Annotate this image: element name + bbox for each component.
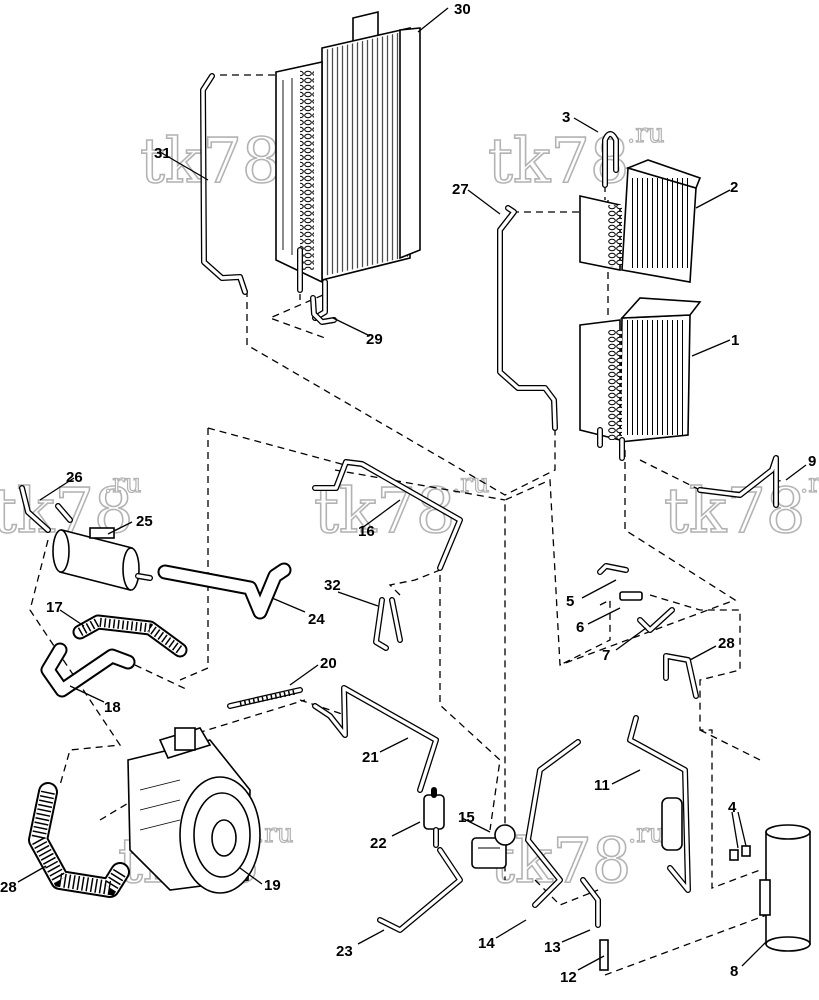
coil-2 [579,159,702,283]
callout-22: 22 [370,835,387,852]
tube-5 [597,563,629,575]
callout-5: 5 [566,593,574,610]
tube-16 [312,459,463,571]
watermark-text: tk78 [140,124,281,197]
callout-4: 4 [728,799,737,816]
callout-30: 30 [454,1,471,18]
discharge-tube-31 [200,73,248,295]
callout-6: 6 [576,619,584,636]
tube-28-top [663,653,699,699]
watermark-suffix: .ru [628,819,665,849]
callout-27: 27 [452,181,469,198]
condenser-assembly [275,10,421,321]
watermark-suffix: .ru [800,469,819,499]
compressor-19 [127,727,261,894]
watermark-suffix: .ru [256,819,293,849]
callout-11: 11 [594,777,610,794]
callout-15: 15 [458,809,475,826]
callout-31: 31 [154,145,171,162]
tube-13 [580,877,601,928]
callout-14: 14 [478,935,495,952]
watermark-suffix: .ru [104,469,141,499]
hose-28-bottom [28,782,130,898]
watermark-suffix: .ru [627,119,664,149]
callout-9: 9 [808,453,816,470]
callout-28-top: 28 [718,635,735,652]
filter-22 [423,787,445,848]
callout-12: 12 [560,969,577,986]
watermark-text: tk78 [664,474,805,547]
callout-20: 20 [320,655,337,672]
callout-1: 1 [731,332,739,349]
braided-hose-17 [72,614,188,658]
callout-29: 29 [366,331,383,348]
callout-13: 13 [544,939,561,956]
callout-21: 21 [362,749,379,766]
hose-18 [40,642,136,698]
tube-29 [310,295,337,325]
braided-line-20 [227,687,303,709]
watermark-bottom-right: tk78 .ru [489,818,666,897]
callout-26: 26 [66,469,83,486]
leader-lines [17,7,807,971]
fitting-12 [599,939,609,971]
callout-8: 8 [730,963,738,980]
valve-15 [471,824,516,869]
tube-11 [627,715,691,893]
callout-2: 2 [730,179,738,196]
callout-23: 23 [336,943,353,960]
tube-21 [312,685,439,793]
tube-32 [373,597,403,651]
tube-27 [497,205,558,431]
fittings-4 [729,845,751,861]
u-tube-3 [602,131,619,188]
callout-19: 19 [264,877,281,894]
receiver-tank-8 [759,824,811,952]
callout-17: 17 [46,599,63,616]
receiver-25 [52,503,153,592]
tube-14 [525,739,581,908]
hose-24 [157,562,292,620]
watermark-mid-right: tk78 .ru [663,468,819,547]
callout-18: 18 [104,699,121,716]
coil-1 [579,297,702,461]
callout-25: 25 [136,513,153,530]
tube-23 [377,847,463,933]
callout-7: 7 [602,647,610,664]
callout-24: 24 [308,611,325,628]
tube-7 [637,607,675,633]
fitting-6 [619,591,643,601]
callout-16: 16 [358,523,375,540]
tube-9 [697,455,779,508]
tube-26 [19,485,51,533]
callout-28-bottom: 28 [0,879,17,896]
callout-3: 3 [562,109,570,126]
callout-32: 32 [324,577,341,594]
